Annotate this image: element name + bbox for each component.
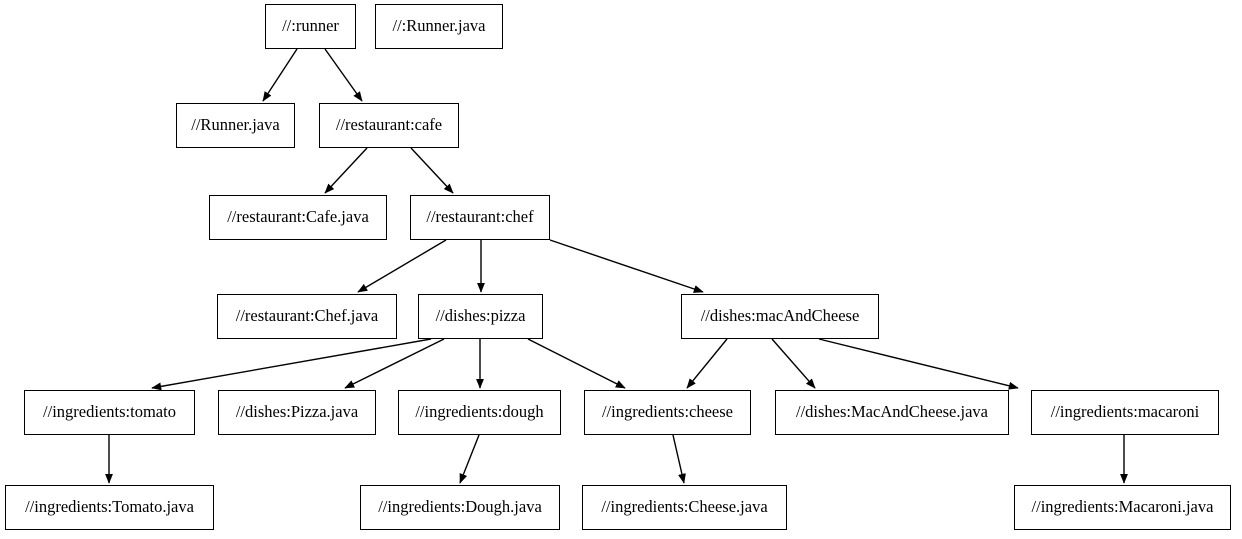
graph-node-label: //restaurant:Chef.java	[235, 306, 379, 326]
graph-node-root_runner_java[interactable]: //:Runner.java	[375, 4, 503, 49]
graph-node-ing_cheese_java[interactable]: //ingredients:Cheese.java	[582, 485, 787, 530]
graph-node-label: //dishes:macAndCheese	[700, 306, 860, 326]
graph-node-label: //restaurant:chef	[426, 207, 534, 227]
graph-node-label: //ingredients:cheese	[601, 402, 734, 422]
graph-node-ing_tomato[interactable]: //ingredients:tomato	[24, 390, 195, 435]
graph-node-restaurant_cafe_java[interactable]: //restaurant:Cafe.java	[209, 195, 387, 240]
graph-node-label: //restaurant:cafe	[335, 115, 443, 135]
graph-node-runner_java[interactable]: //Runner.java	[176, 103, 295, 148]
graph-node-dishes_macandcheese[interactable]: //dishes:macAndCheese	[681, 294, 879, 339]
graph-node-ing_dough_java[interactable]: //ingredients:Dough.java	[360, 485, 560, 530]
graph-node-restaurant_chef[interactable]: //restaurant:chef	[410, 195, 550, 240]
graph-node-restaurant_chef_java[interactable]: //restaurant:Chef.java	[217, 294, 397, 339]
graph-node-ing_macaroni_java[interactable]: //ingredients:Macaroni.java	[1014, 485, 1231, 530]
graph-node-label: //ingredients:dough	[415, 402, 544, 422]
graph-node-label: //ingredients:Tomato.java	[25, 497, 194, 517]
graph-node-restaurant_cafe[interactable]: //restaurant:cafe	[319, 103, 459, 148]
graph-node-label: //ingredients:macaroni	[1050, 402, 1200, 422]
graph-node-label: //restaurant:Cafe.java	[227, 207, 369, 227]
graph-node-dishes_pizza[interactable]: //dishes:pizza	[418, 294, 543, 339]
graph-node-label: //ingredients:Cheese.java	[601, 497, 768, 517]
graph-node-label: //:Runner.java	[392, 16, 486, 36]
graph-node-runner[interactable]: //:runner	[265, 4, 356, 49]
graph-node-ing_tomato_java[interactable]: //ingredients:Tomato.java	[5, 485, 214, 530]
graph-node-label: //ingredients:tomato	[43, 402, 176, 422]
graph-node-label: //ingredients:Macaroni.java	[1031, 497, 1214, 517]
graph-node-ing_dough[interactable]: //ingredients:dough	[398, 390, 561, 435]
graph-node-label: //Runner.java	[191, 115, 280, 135]
graph-node-label: //ingredients:Dough.java	[378, 497, 542, 517]
graph-node-label: //dishes:MacAndCheese.java	[796, 402, 988, 422]
graph-node-ing_macaroni[interactable]: //ingredients:macaroni	[1031, 390, 1219, 435]
graph-node-ing_cheese[interactable]: //ingredients:cheese	[584, 390, 751, 435]
graph-node-label: //dishes:pizza	[435, 306, 526, 326]
graph-node-label: //dishes:Pizza.java	[235, 402, 359, 422]
graph-node-label: //:runner	[282, 16, 339, 36]
graph-node-dishes_macandcheese_java[interactable]: //dishes:MacAndCheese.java	[775, 390, 1009, 435]
graph-node-dishes_pizza_java[interactable]: //dishes:Pizza.java	[218, 390, 376, 435]
